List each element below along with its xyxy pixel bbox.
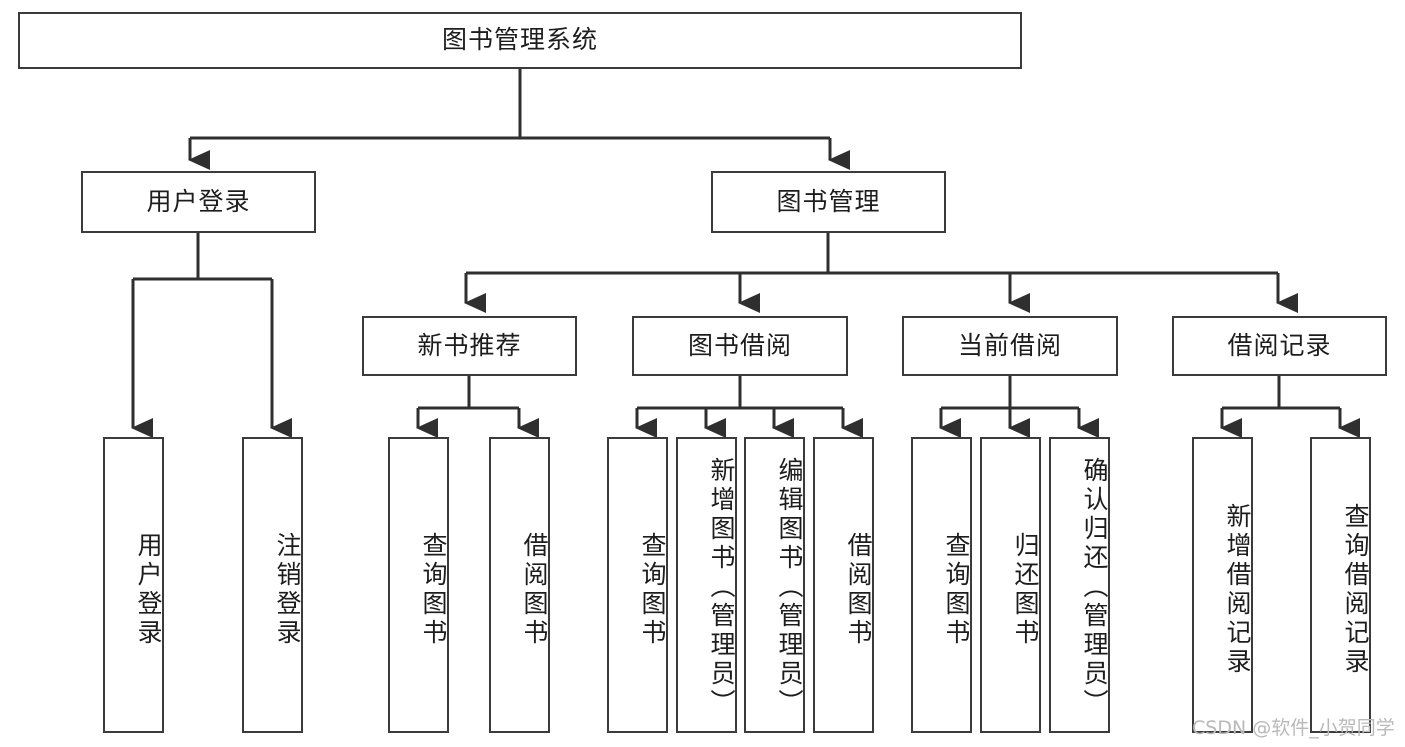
- node-leaf-query-book-1-label: 查询图书: [419, 532, 448, 648]
- node-leaf-borrow-book-2[interactable]: 借阅图书: [813, 437, 874, 733]
- node-root[interactable]: 图书管理系统: [18, 12, 1022, 69]
- node-leaf-return-book[interactable]: 归还图书: [980, 437, 1041, 733]
- node-new-book-recommend[interactable]: 新书推荐: [362, 316, 577, 376]
- node-leaf-user-login-label: 用户登录: [134, 532, 163, 648]
- node-book-borrow-label: 图书借阅: [687, 330, 792, 360]
- node-leaf-borrow-book-2-label: 借阅图书: [844, 532, 873, 648]
- node-leaf-query-book-2-label: 查询图书: [638, 532, 667, 648]
- node-new-book-recommend-label: 新书推荐: [417, 330, 522, 360]
- node-leaf-edit-book[interactable]: 编辑图书（管理员）: [744, 437, 805, 733]
- node-leaf-add-book[interactable]: 新增图书（管理员）: [676, 437, 737, 733]
- node-borrow-record-label: 借阅记录: [1227, 330, 1332, 360]
- node-leaf-edit-book-label: 编辑图书（管理员）: [775, 456, 804, 718]
- node-leaf-logout-label: 注销登录: [273, 532, 302, 648]
- node-leaf-query-book-2[interactable]: 查询图书: [607, 437, 668, 733]
- watermark: CSDN @软件_小贺同学: [1192, 717, 1395, 739]
- node-leaf-add-record-label: 新增借阅记录: [1223, 503, 1252, 677]
- node-book-borrow[interactable]: 图书借阅: [632, 316, 848, 376]
- node-user-login-label: 用户登录: [146, 186, 251, 216]
- node-leaf-query-record-label: 查询借阅记录: [1341, 503, 1370, 677]
- node-leaf-add-book-label: 新增图书（管理员）: [707, 456, 736, 718]
- node-leaf-query-book-3[interactable]: 查询图书: [911, 437, 972, 733]
- node-leaf-confirm-return[interactable]: 确认归还（管理员）: [1049, 437, 1110, 733]
- node-leaf-borrow-book-1-label: 借阅图书: [520, 532, 549, 648]
- node-current-borrow[interactable]: 当前借阅: [902, 316, 1118, 376]
- node-leaf-borrow-book-1[interactable]: 借阅图书: [489, 437, 550, 733]
- node-leaf-return-book-label: 归还图书: [1011, 532, 1040, 648]
- node-book-manage[interactable]: 图书管理: [711, 171, 946, 233]
- node-leaf-query-record[interactable]: 查询借阅记录: [1310, 437, 1371, 733]
- node-leaf-query-book-3-label: 查询图书: [942, 532, 971, 648]
- node-leaf-add-record[interactable]: 新增借阅记录: [1192, 437, 1253, 733]
- node-borrow-record[interactable]: 借阅记录: [1172, 316, 1387, 376]
- node-leaf-confirm-return-label: 确认归还（管理员）: [1080, 456, 1109, 718]
- node-current-borrow-label: 当前借阅: [957, 330, 1062, 360]
- node-leaf-query-book-1[interactable]: 查询图书: [388, 437, 449, 733]
- node-book-manage-label: 图书管理: [776, 186, 881, 216]
- node-leaf-user-login[interactable]: 用户登录: [103, 437, 164, 733]
- node-user-login[interactable]: 用户登录: [81, 171, 316, 233]
- node-leaf-logout[interactable]: 注销登录: [242, 437, 303, 733]
- node-root-label: 图书管理系统: [441, 25, 598, 55]
